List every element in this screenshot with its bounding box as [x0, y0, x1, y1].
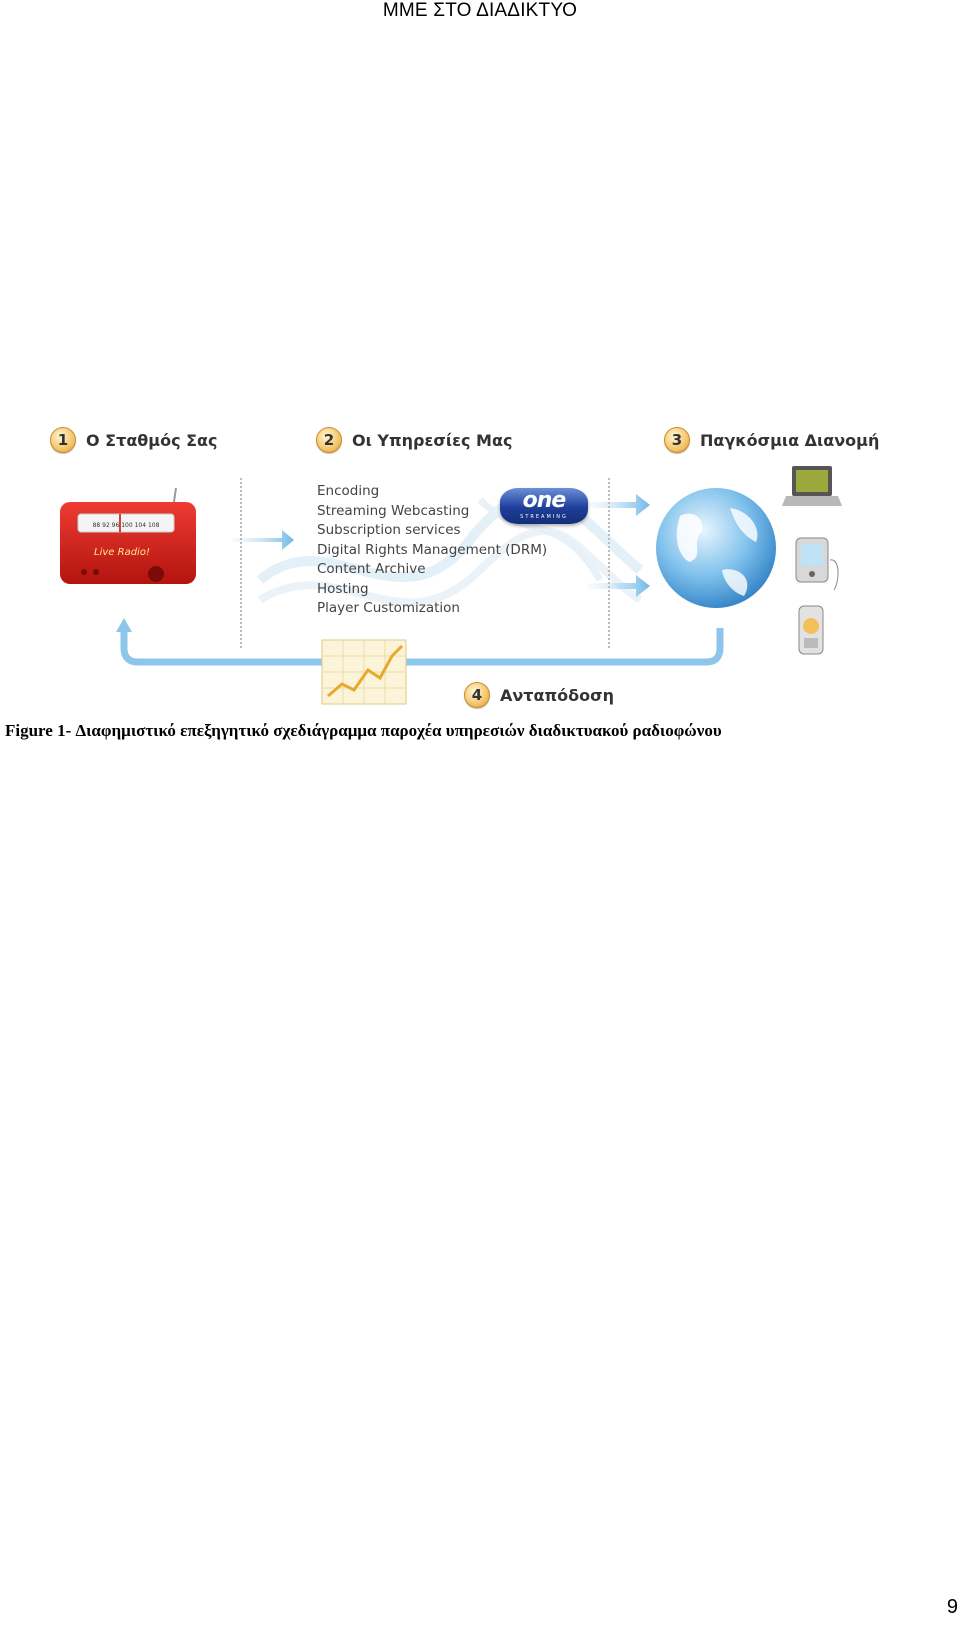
logo-subtitle: STREAMING	[520, 514, 568, 520]
growth-chart-icon	[321, 639, 407, 705]
step-4-heading: 4 Ανταπόδοση	[464, 682, 614, 708]
figure-caption: Figure 1- Διαφημιστικό επεξηγητικό σχεδι…	[5, 721, 722, 740]
service-item: Player Customization	[317, 600, 460, 616]
page-number: 9	[946, 1596, 958, 1618]
arrow-services-to-globe-bottom	[588, 575, 650, 597]
ribbon-graphic	[256, 491, 644, 607]
step-number-badge: 2	[316, 427, 342, 453]
step-label: Ο Σταθμός Σας	[86, 430, 218, 450]
service-diagram: 88 92 96 100 104 108 Live Radio!	[40, 427, 880, 740]
service-item: Hosting	[317, 580, 369, 597]
services-list: Encoding Streaming Webcasting Subscripti…	[317, 482, 547, 619]
service-item: Digital Rights Management (DRM)	[317, 541, 548, 558]
globe-icon	[656, 488, 776, 608]
diagram-graphics: 88 92 96 100 104 108 Live Radio!	[60, 466, 842, 705]
return-arrow	[116, 618, 724, 666]
service-item: Subscription services	[317, 522, 461, 538]
pda-icon	[795, 537, 839, 591]
mobile-phone-icon	[798, 605, 824, 655]
service-item: Encoding	[317, 483, 380, 499]
radio-dial: 88 92 96 100 104 108	[93, 522, 160, 529]
radio-icon: 88 92 96 100 104 108 Live Radio!	[60, 487, 196, 584]
step-number-badge: 3	[664, 427, 690, 453]
step-number-badge: 1	[50, 427, 76, 453]
radio-brand: Live Radio!	[94, 547, 150, 558]
step-3-heading: 3 Παγκόσμια Διανομή	[664, 427, 879, 453]
service-item: Streaming Webcasting	[317, 502, 470, 519]
column-divider	[608, 478, 610, 648]
step-label: Ανταπόδοση	[500, 685, 614, 705]
step-label: Παγκόσμια Διανομή	[700, 430, 880, 450]
step-2-heading: 2 Οι Υπηρεσίες Μας	[316, 427, 512, 453]
laptop-icon	[782, 466, 842, 506]
one-streaming-logo: one STREAMING	[500, 488, 588, 524]
column-divider	[240, 478, 242, 648]
arrow-radio-to-services	[232, 530, 294, 550]
arrow-services-to-globe-top	[588, 494, 650, 516]
service-item: Content Archive	[317, 561, 426, 577]
logo-word: one	[522, 488, 567, 513]
step-label: Οι Υπηρεσίες Μας	[352, 430, 513, 450]
step-1-heading: 1 Ο Σταθμός Σας	[50, 427, 218, 453]
page-header: ΜΜΕ ΣΤΟ ΔΙΑΔΙΚΤΥΟ	[382, 0, 578, 21]
step-number-badge: 4	[464, 682, 490, 708]
